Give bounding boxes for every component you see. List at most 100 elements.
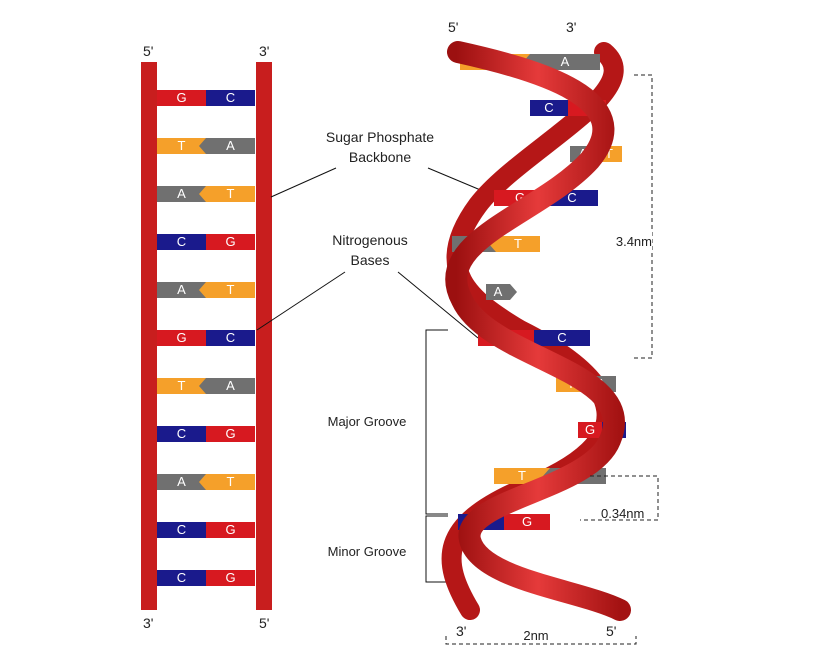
ladder-base-left-shape	[157, 234, 206, 250]
backbone-label-line2: Backbone	[349, 149, 411, 165]
helix-base-right-shape	[534, 330, 590, 346]
ladder-base-left-shape	[157, 522, 206, 538]
ladder-base-left-letter: C	[177, 522, 186, 537]
ladder-base-right-shape	[199, 282, 255, 298]
ladder-backbone-right	[256, 62, 272, 610]
backbone-pointer-left	[270, 167, 337, 198]
ladder-base-right-shape	[206, 426, 255, 442]
ladder-base-right-letter: T	[227, 186, 235, 201]
helix-base-left-letter: A	[494, 284, 503, 299]
ladder-base-right-letter: T	[227, 282, 235, 297]
ladder-base-right-shape	[206, 234, 255, 250]
ladder-top-right-label: 3'	[259, 43, 269, 59]
helix-base-left-letter: G	[585, 422, 595, 437]
ladder-base-left-shape	[157, 426, 206, 442]
ladder-base-left-letter: T	[178, 378, 186, 393]
ladder-base-left-letter: A	[177, 282, 186, 297]
ladder-base-left-letter: A	[177, 474, 186, 489]
ladder-bottom-left-label: 3'	[143, 615, 153, 631]
ladder-base-left-letter: C	[177, 426, 186, 441]
helix-base-left-letter: C	[544, 100, 553, 115]
helix-base-left-letter: G	[515, 190, 525, 205]
ladder-base-left-shape	[157, 282, 213, 298]
ladder-base-left-shape	[157, 378, 213, 394]
ladder-base-right-letter: A	[226, 378, 235, 393]
ladder-base-right-letter: C	[226, 330, 235, 345]
ladder-base-right-shape	[199, 474, 255, 490]
helix-base-right-letter: C	[567, 190, 576, 205]
ladder-base-left-shape	[157, 474, 213, 490]
ladder-base-right-letter: C	[226, 90, 235, 105]
helix-base-left-shape	[578, 422, 602, 438]
rise-label: 0.34nm	[601, 506, 644, 521]
helix-base-right-letter: T	[605, 146, 613, 161]
pitch-label-bg	[602, 232, 652, 250]
helix-base-left-letter: T	[518, 468, 526, 483]
helix-bottom-right-label: 5'	[606, 623, 616, 639]
ladder-base-left-letter: G	[176, 90, 186, 105]
ladder-base-left-shape	[157, 330, 206, 346]
helix-base-right-letter: A	[561, 54, 570, 69]
helix-base-right-shape	[489, 236, 540, 252]
ladder-base-left-letter: G	[176, 330, 186, 345]
helix-top-left-label: 5'	[448, 19, 458, 35]
bases-label-line1: Nitrogenous	[332, 232, 408, 248]
width-label: 2nm	[523, 628, 548, 643]
width-dimension	[445, 636, 637, 645]
helix-base-right-letter: G	[522, 514, 532, 529]
rise-dimension	[580, 475, 659, 521]
helix-base-right-shape	[504, 514, 550, 530]
backbone-label-line1: Sugar Phosphate	[326, 129, 434, 145]
ladder-base-left-shape	[157, 570, 206, 586]
major-groove-label: Major Groove	[328, 414, 407, 429]
ladder-base-left-shape	[157, 90, 206, 106]
major-groove-bracket	[425, 329, 448, 515]
bases-pointer-left	[256, 271, 346, 331]
minor-groove-label: Minor Groove	[328, 544, 407, 559]
helix-bottom-left-label: 3'	[456, 623, 466, 639]
helix-strand-front	[445, 41, 631, 621]
ladder-base-left-letter: C	[177, 234, 186, 249]
ladder-base-right-shape	[206, 570, 255, 586]
ladder-backbone-left	[141, 62, 157, 610]
ladder-base-right-letter: G	[225, 234, 235, 249]
ladder-base-right-shape	[206, 522, 255, 538]
ladder-top-left-label: 5'	[143, 43, 153, 59]
ladder-base-left-letter: C	[177, 570, 186, 585]
ladder-bottom-right-label: 5'	[259, 615, 269, 631]
ladder-base-right-letter: G	[225, 522, 235, 537]
ladder-base-right-letter: G	[225, 426, 235, 441]
ladder-base-right-shape	[199, 378, 255, 394]
ladder-base-right-letter: G	[225, 570, 235, 585]
helix-base-right-letter: T	[514, 236, 522, 251]
ladder-base-left-shape	[157, 138, 213, 154]
ladder-base-right-shape	[199, 186, 255, 202]
ladder-base-left-letter: T	[178, 138, 186, 153]
bases-label-line2: Bases	[351, 252, 390, 268]
helix-top-right-label: 3'	[566, 19, 576, 35]
ladder-base-left-letter: A	[177, 186, 186, 201]
helix-base-pair: A	[486, 284, 517, 300]
ladder-base-right-shape	[199, 138, 255, 154]
helix-base-right-letter: C	[557, 330, 566, 345]
ladder-base-left-shape	[157, 186, 213, 202]
ladder-base-right-letter: A	[226, 138, 235, 153]
helix-base-left-shape	[486, 284, 517, 300]
minor-groove-bracket	[425, 515, 448, 583]
ladder-base-right-letter: T	[227, 474, 235, 489]
